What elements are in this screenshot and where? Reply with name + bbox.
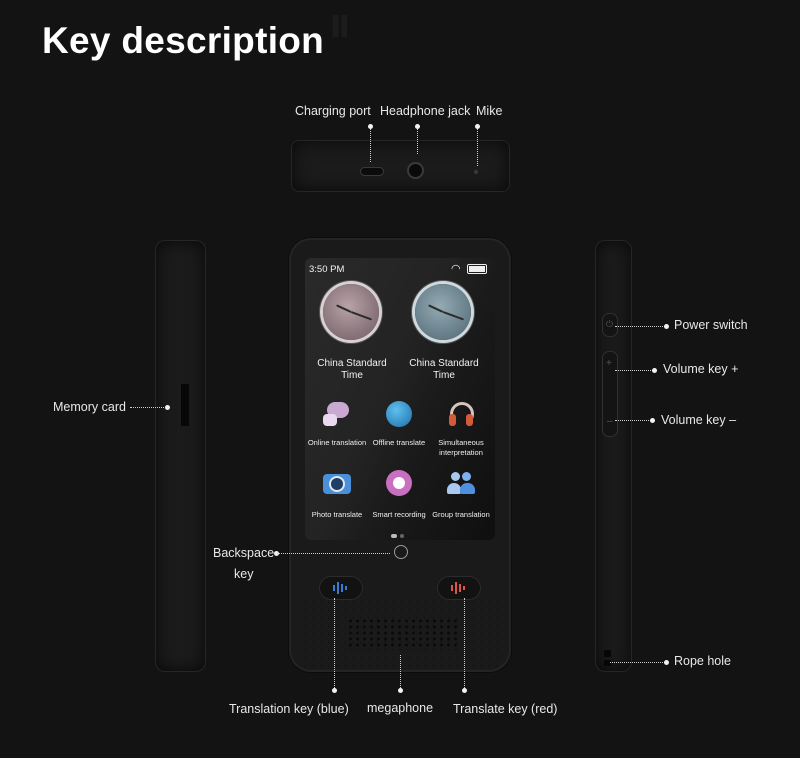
clock-face-1 <box>323 284 379 340</box>
label-volume-up: Volume key + <box>663 362 739 376</box>
device-top-view <box>291 140 510 192</box>
app-label-simultaneous-interpretation: Simultaneous interpretation <box>438 438 484 457</box>
translate-key-red[interactable] <box>437 576 481 600</box>
app-label-smart-recording: Smart recording <box>372 510 426 519</box>
wifi-icon: ◠ <box>451 263 461 275</box>
label-headphone-jack: Headphone jack <box>380 104 471 118</box>
device-left-side-view <box>155 240 206 672</box>
recording-icon[interactable] <box>385 469 413 497</box>
volume-rocker[interactable]: + – <box>603 352 617 436</box>
label-rope-hole: Rope hole <box>674 654 731 668</box>
label-backspace-key: key <box>234 567 254 581</box>
sound-wave-icon-blue <box>333 582 347 594</box>
headphone-jack-hole <box>409 164 422 177</box>
label-megaphone: megaphone <box>367 701 434 715</box>
minus-icon: – <box>607 416 613 427</box>
memory-card-slot <box>181 384 189 426</box>
headphones-icon[interactable] <box>447 400 475 428</box>
mic-hole <box>474 170 478 174</box>
app-label-photo-translate: Photo translate <box>311 510 363 519</box>
plus-icon: + <box>606 358 612 369</box>
group-icon[interactable] <box>447 469 475 497</box>
page-title: Key description <box>42 20 325 61</box>
online-translation-icon[interactable] <box>323 400 351 428</box>
label-translate-key-red: Translate key (red) <box>453 702 558 716</box>
charging-port-slot <box>361 168 383 175</box>
clock-name-2: China Standard Time <box>409 358 479 381</box>
clock-face-2 <box>415 284 471 340</box>
watermark-logo: Ⅱ <box>330 11 350 44</box>
label-mike: Mike <box>476 104 503 118</box>
camera-icon[interactable] <box>323 469 351 497</box>
label-volume-down: Volume key – <box>661 413 737 427</box>
battery-icon <box>467 264 487 274</box>
translation-key-blue[interactable] <box>319 576 363 600</box>
sound-wave-icon-red <box>451 582 465 594</box>
clock-name-1: China Standard Time <box>317 358 387 381</box>
app-label-group-translation: Group translation <box>432 510 490 519</box>
power-button[interactable]: ⏻ <box>603 314 617 336</box>
label-translation-key-blue: Translation key (blue) <box>229 702 349 716</box>
app-label-offline-translate: Offline translate <box>372 438 426 447</box>
rope-hole-slot <box>604 650 611 657</box>
device-front-view: 3:50 PM ◠ China Standard Time China Stan… <box>289 238 511 672</box>
device-screen: 3:50 PM ◠ China Standard Time China Stan… <box>305 258 495 540</box>
page-indicator <box>391 534 397 538</box>
backspace-button[interactable] <box>394 545 408 559</box>
power-icon: ⏻ <box>606 319 614 329</box>
speaker-grille <box>347 618 457 650</box>
app-label-online-translation: Online translation <box>307 438 367 447</box>
label-memory-card: Memory card <box>53 400 126 414</box>
label-power-switch: Power switch <box>674 318 748 332</box>
status-time: 3:50 PM <box>309 264 345 275</box>
globe-icon[interactable] <box>385 400 413 428</box>
label-charging-port: Charging port <box>295 104 371 118</box>
device-right-side-view: ⏻ + – <box>595 240 632 672</box>
label-backspace: Backspace <box>213 546 275 560</box>
